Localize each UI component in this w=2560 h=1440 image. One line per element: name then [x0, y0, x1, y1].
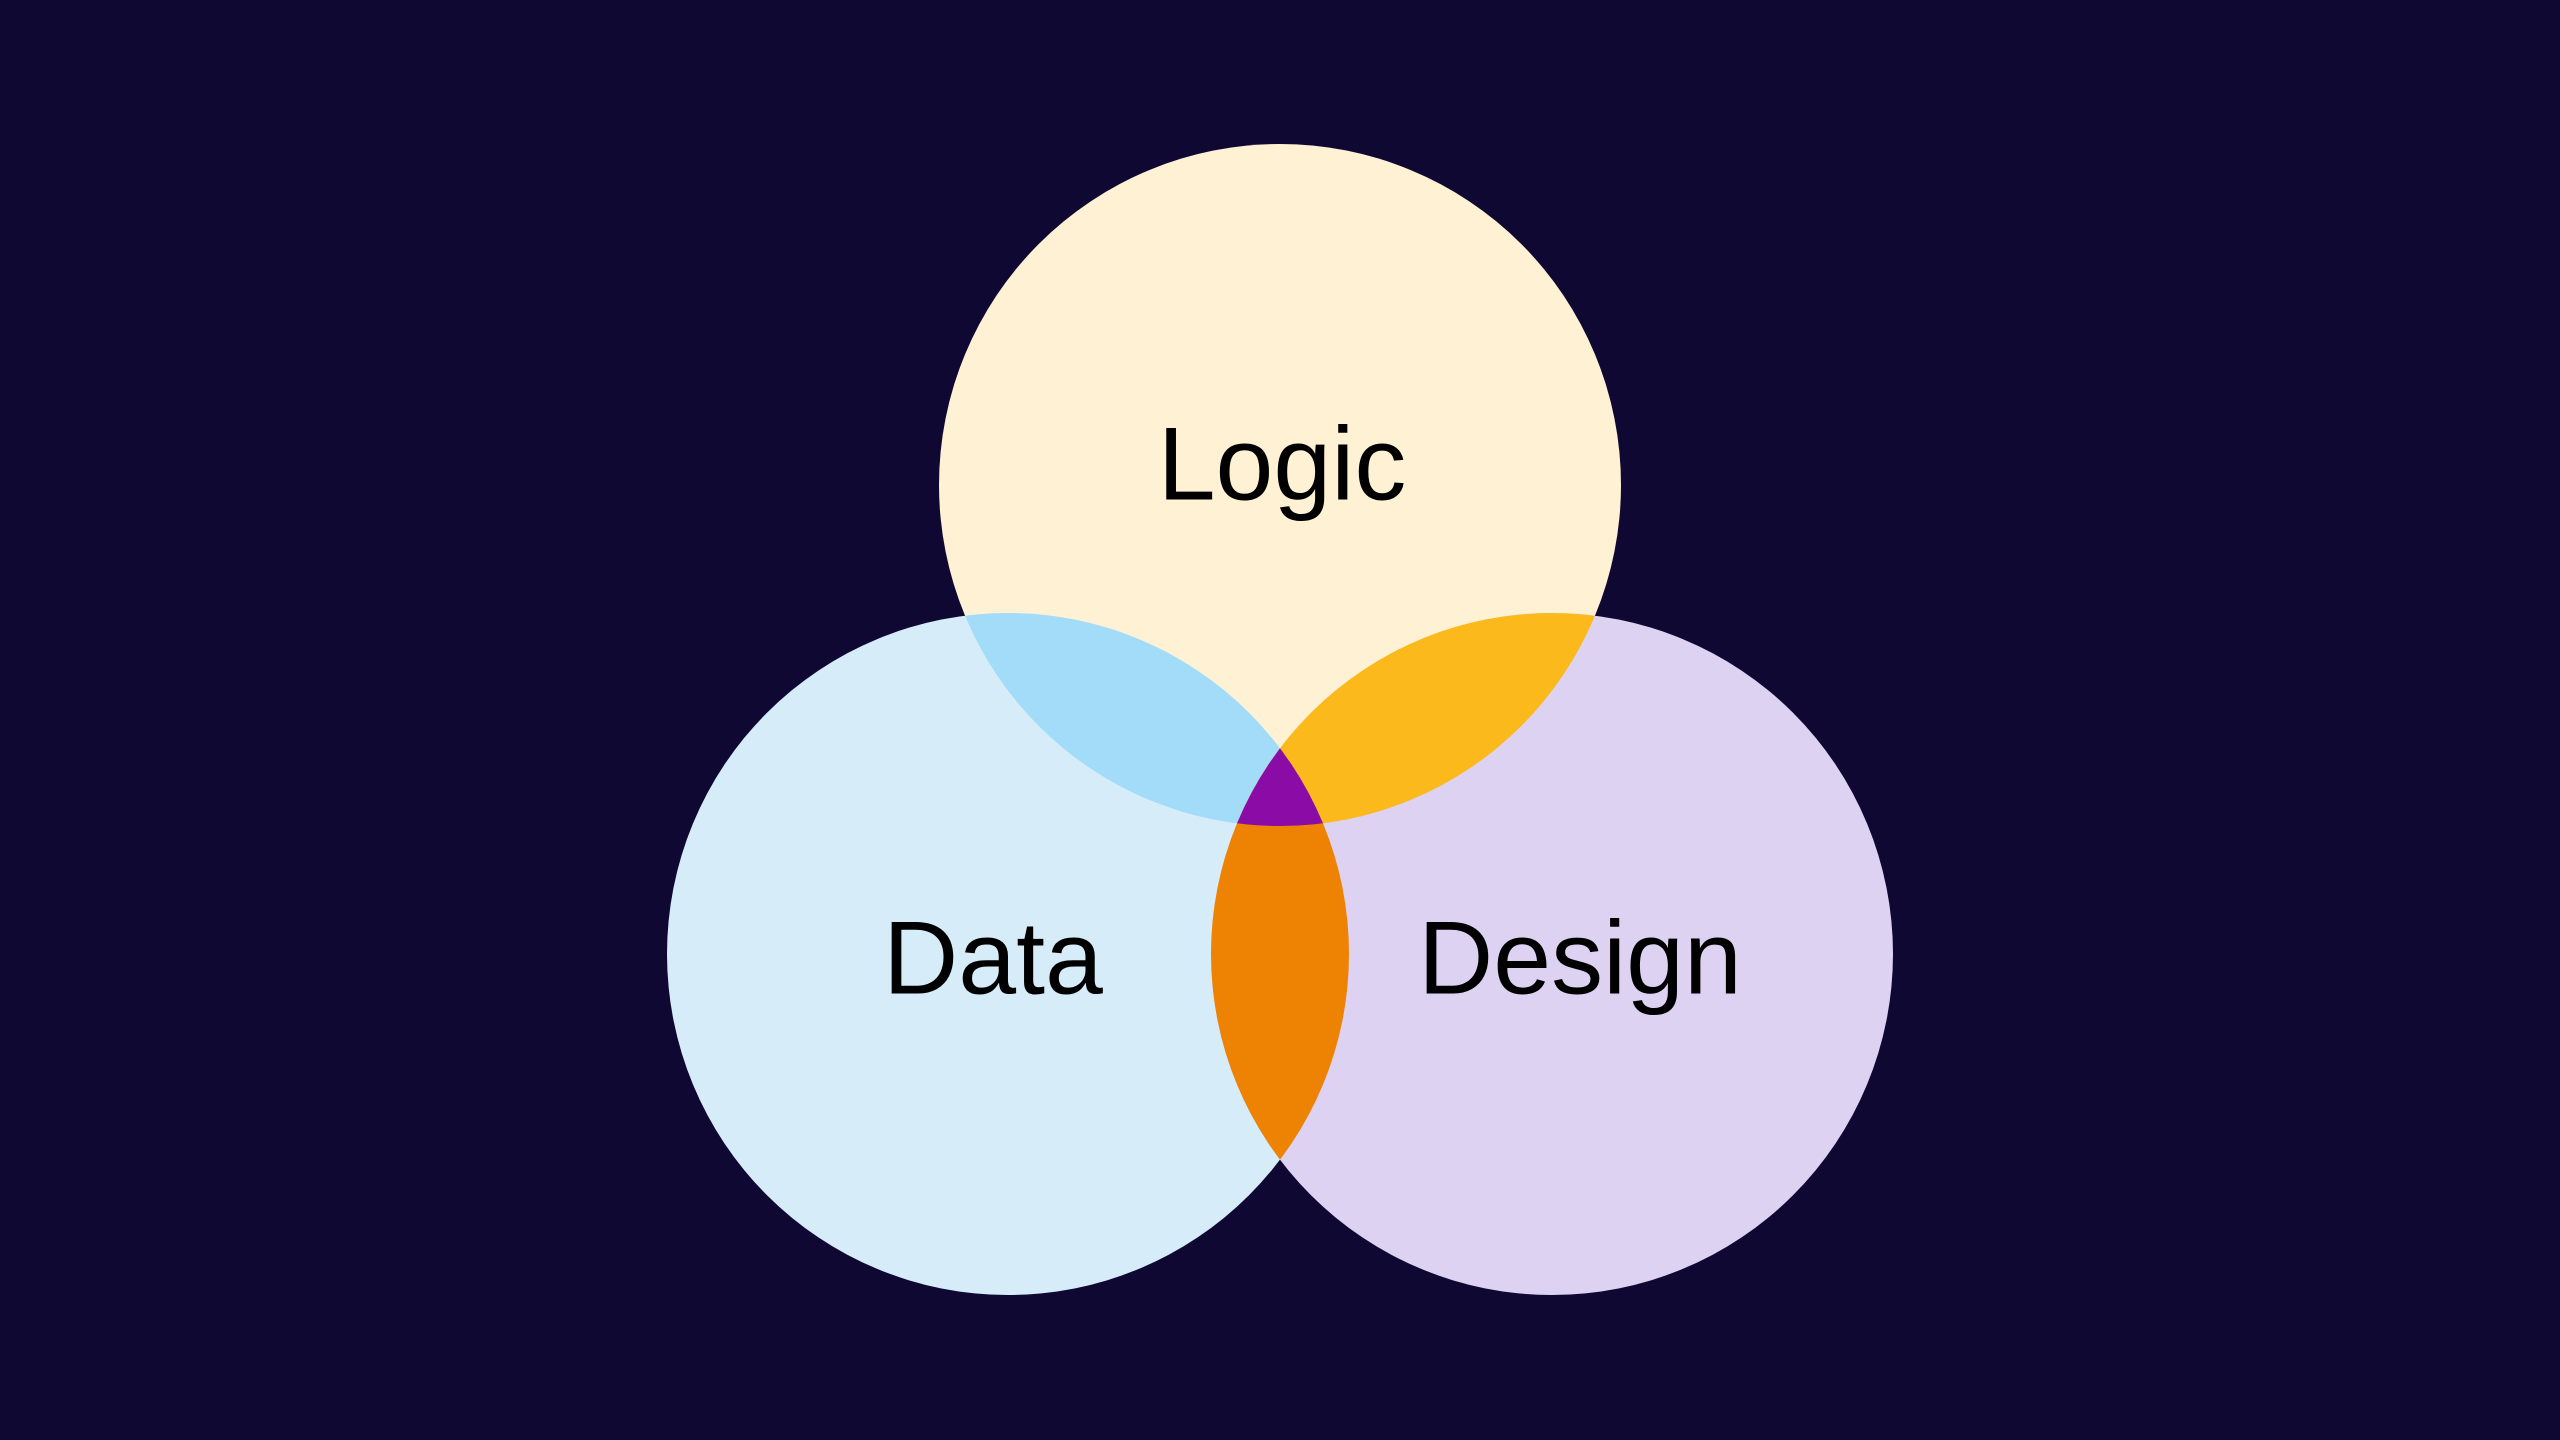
- label-logic: Logic: [1158, 406, 1407, 522]
- overlap-logic-data: [939, 613, 1349, 826]
- overlap-logic-design: [1211, 613, 1621, 826]
- label-design: Design: [1418, 900, 1742, 1016]
- label-data: Data: [883, 900, 1103, 1016]
